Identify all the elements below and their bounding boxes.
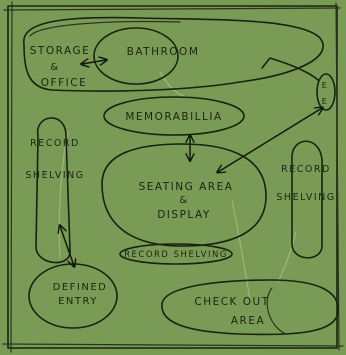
bathroom-label: BATHROOM — [127, 46, 200, 58]
zone-checkout: CHECK OUT AREA — [161, 279, 339, 336]
seating-e-link — [218, 108, 322, 172]
e-connector — [261, 57, 319, 81]
zone-record-shelving-right: RECORD SHELVING — [276, 140, 335, 259]
record-left-label: RECORD — [30, 138, 80, 149]
zone-e: E E — [316, 73, 336, 111]
seating-label: SEATING AREA — [139, 181, 234, 193]
seating-ampersand: & — [179, 195, 188, 206]
shelving-right-label: SHELVING — [276, 192, 335, 203]
zone-record-shelving-left: RECORD SHELVING — [25, 117, 84, 264]
zone-seating-display: SEATING AREA & DISPLAY — [101, 143, 267, 247]
checkout-label: CHECK OUT — [194, 296, 269, 308]
memorabilia-label: MEMORABILLIA — [125, 111, 222, 123]
e-label-bottom: E — [322, 97, 329, 106]
display-label: DISPLAY — [157, 209, 211, 221]
entry-label: ENTRY — [58, 296, 98, 307]
storage-label: STORAGE — [30, 45, 90, 57]
office-label: OFFICE — [41, 77, 87, 89]
record-right-label: RECORD — [281, 164, 331, 175]
e-label-top: E — [322, 81, 329, 90]
zone-record-shelving-center: RECORD SHELVING — [119, 243, 233, 265]
shelving-entry-link — [60, 226, 74, 266]
zone-bathroom: BATHROOM — [93, 27, 200, 85]
shelving-left-label: SHELVING — [25, 170, 84, 181]
defined-label: DEFINED — [53, 282, 108, 293]
zone-storage-office: STORAGE & OFFICE — [23, 16, 324, 92]
area-label: AREA — [231, 315, 265, 327]
zone-defined-entry: DEFINED ENTRY — [28, 263, 118, 329]
zone-memorabilia: MEMORABILLIA — [103, 96, 245, 136]
storage-bathroom-link — [82, 60, 106, 64]
ampersand-label: & — [50, 62, 59, 73]
record-center-label: RECORD SHELVING — [124, 250, 228, 260]
